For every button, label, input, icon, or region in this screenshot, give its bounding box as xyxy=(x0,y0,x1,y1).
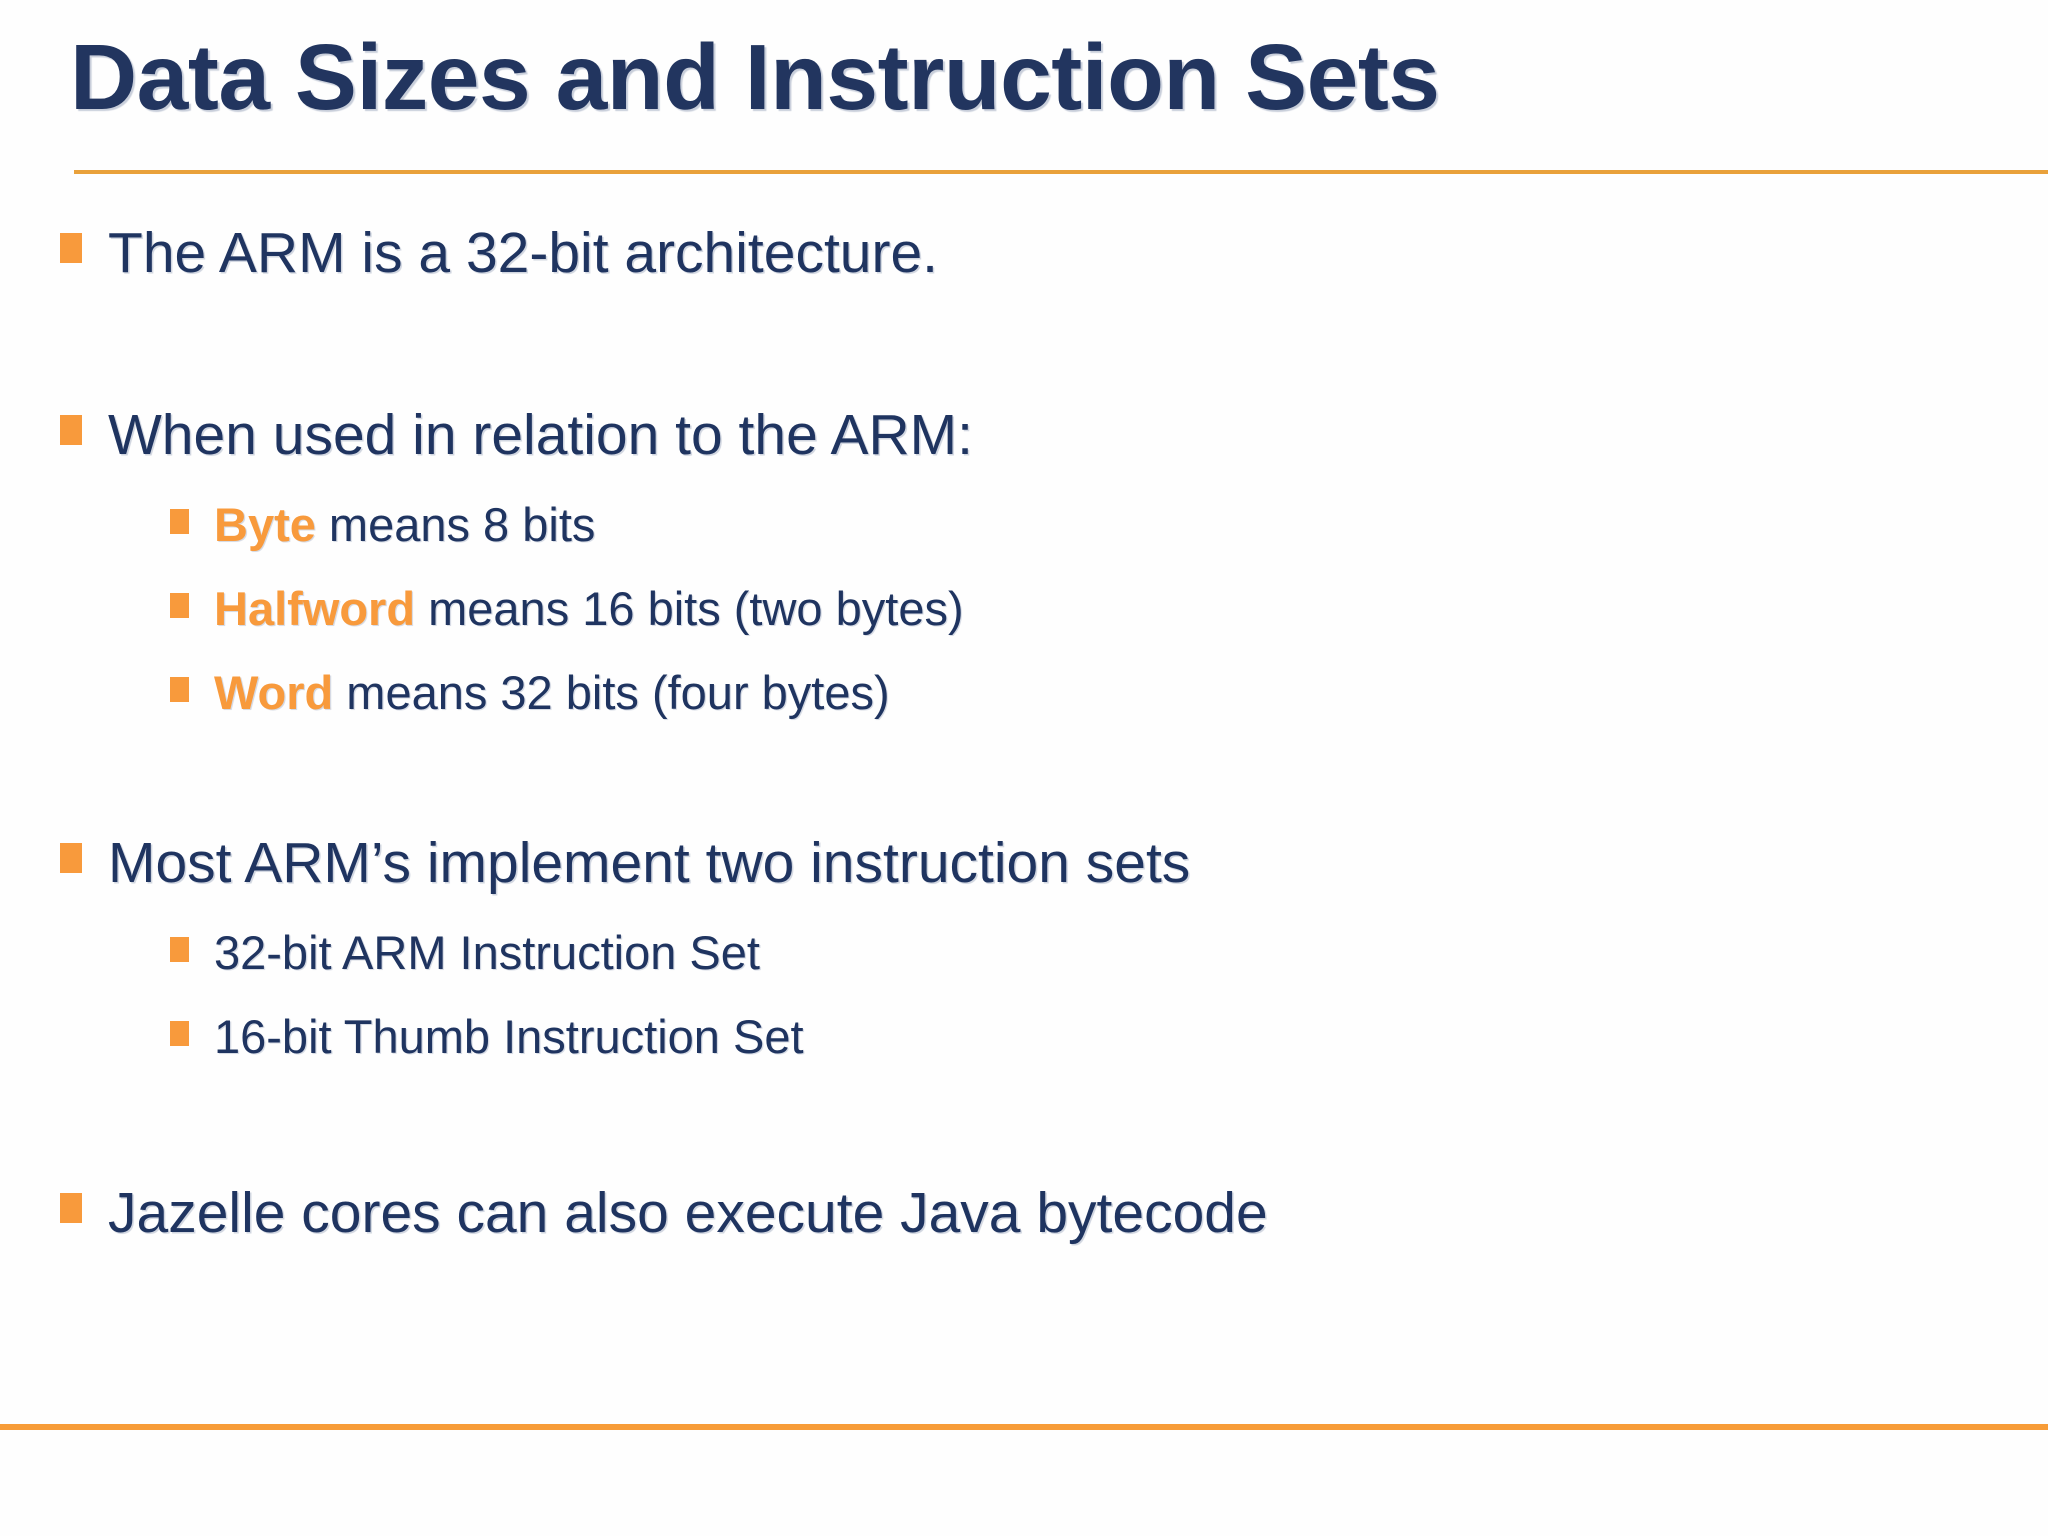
sub-bullet-text: Word means 32 bits (four bytes) xyxy=(214,651,890,735)
sub-bullet-item-byte: Byte means 8 bits xyxy=(0,483,2048,567)
keyword-byte: Byte xyxy=(214,498,316,551)
sub-bullet-rest: means 16 bits (two bytes) xyxy=(415,582,964,635)
keyword-halfword: Halfword xyxy=(214,582,416,635)
sub-bullet-text: 16-bit Thumb Instruction Set xyxy=(214,1010,804,1063)
bullet-item-jazelle: Jazelle cores can also execute Java byte… xyxy=(0,1165,2048,1261)
page-title: Data Sizes and Instruction Sets xyxy=(70,25,1440,129)
sub-bullet-item-word: Word means 32 bits (four bytes) xyxy=(0,651,2048,735)
square-bullet-icon xyxy=(170,593,189,618)
sub-bullet-rest: means 32 bits (four bytes) xyxy=(333,666,890,719)
square-bullet-icon xyxy=(170,937,189,962)
bullet-text: Most ARM’s implement two instruction set… xyxy=(108,831,1191,895)
title-block: Data Sizes and Instruction Sets xyxy=(70,22,2048,142)
bullet-text: When used in relation to the ARM: xyxy=(108,403,973,467)
square-bullet-icon xyxy=(170,509,189,534)
title-underline-rule xyxy=(74,170,2048,174)
square-bullet-icon xyxy=(170,677,189,702)
sub-bullet-item-halfword: Halfword means 16 bits (two bytes) xyxy=(0,567,2048,651)
sub-bullet-item-arm-instruction-set: 32-bit ARM Instruction Set xyxy=(0,911,2048,995)
sub-bullet-item-thumb-instruction-set: 16-bit Thumb Instruction Set xyxy=(0,995,2048,1079)
slide-body: The ARM is a 32-bit architecture. When u… xyxy=(0,205,2048,1261)
spacer xyxy=(0,1079,2048,1165)
square-bullet-icon xyxy=(60,1193,82,1223)
bullet-item-when-used: When used in relation to the ARM: xyxy=(0,387,2048,483)
sub-bullet-text: Byte means 8 bits xyxy=(214,483,595,567)
sub-bullet-text: 32-bit ARM Instruction Set xyxy=(214,926,760,979)
square-bullet-icon xyxy=(170,1021,189,1046)
keyword-word: Word xyxy=(214,666,334,719)
square-bullet-icon xyxy=(60,415,82,445)
bullet-text: The ARM is a 32-bit architecture. xyxy=(108,221,939,285)
square-bullet-icon xyxy=(60,843,82,873)
sub-bullet-rest: means 8 bits xyxy=(315,498,596,551)
footer-rule xyxy=(0,1424,2048,1430)
square-bullet-icon xyxy=(60,233,82,263)
spacer xyxy=(0,735,2048,815)
bullet-item-two-instruction-sets: Most ARM’s implement two instruction set… xyxy=(0,815,2048,911)
sub-bullet-text: Halfword means 16 bits (two bytes) xyxy=(214,567,964,651)
bullet-item-arm-architecture: The ARM is a 32-bit architecture. xyxy=(0,205,2048,301)
spacer xyxy=(0,301,2048,387)
bullet-text: Jazelle cores can also execute Java byte… xyxy=(108,1181,1268,1245)
